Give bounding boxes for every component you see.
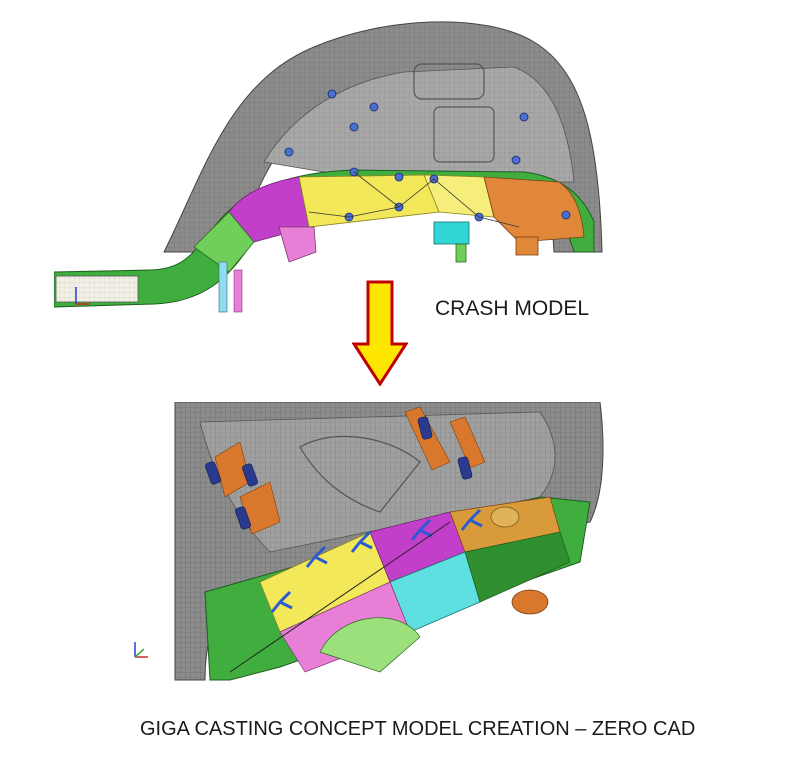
shell-recess (299, 435, 421, 513)
white-rail-section (55, 275, 139, 303)
blue-connectors (270, 508, 483, 613)
light-green-region (319, 617, 421, 673)
axis-triad-icon (75, 287, 90, 305)
crash-model-label: CRASH MODEL (435, 297, 590, 320)
green-region (193, 211, 255, 273)
magenta-post (233, 269, 243, 313)
cyan-bracket (433, 221, 470, 245)
green-pin (455, 243, 467, 263)
panel-recess (413, 63, 485, 100)
orange-boss (511, 589, 549, 615)
axis-triad-icon (134, 642, 148, 658)
orange-bracket (515, 236, 539, 256)
navy-connectors (205, 416, 473, 530)
pink-region (278, 226, 317, 263)
figure-caption: GIGA CASTING CONCEPT MODEL CREATION – ZE… (140, 718, 696, 740)
yellow-region (298, 174, 440, 228)
panel-recess (433, 106, 495, 163)
cyan-post (218, 261, 228, 313)
inner-panel (263, 66, 575, 183)
orange-boss (490, 506, 520, 528)
dark-green-region (464, 531, 571, 603)
crash-model-mesh-image (54, 21, 603, 313)
arrow-down-icon (352, 280, 408, 386)
diagonal-seam (229, 521, 451, 673)
giga-casting-mesh-image (134, 402, 604, 681)
node-links (308, 171, 520, 228)
orange-region (483, 176, 585, 243)
